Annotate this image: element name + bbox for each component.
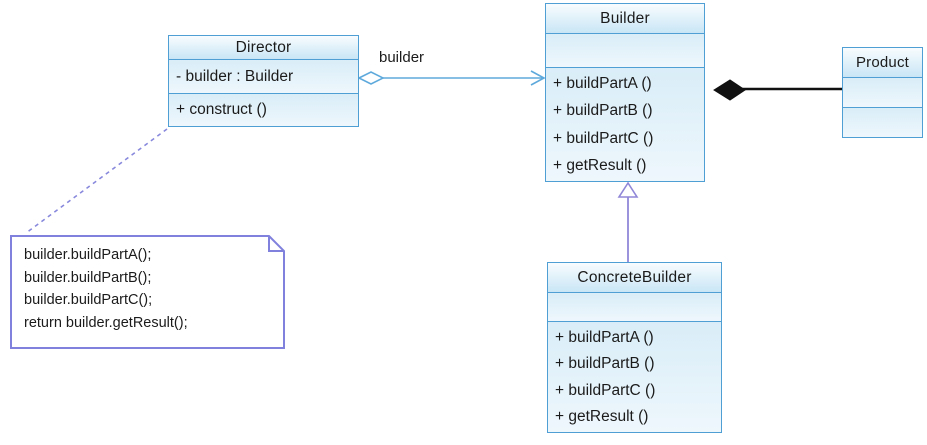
class-box-product[interactable]: Product (842, 47, 923, 138)
generalization-connector-concretebuilder-builder[interactable] (617, 181, 639, 262)
method-row: + getResult () (553, 156, 647, 174)
note-line: builder.buildPartC(); (24, 292, 153, 308)
class-title: Director (169, 36, 358, 59)
attribute-compartment (546, 33, 704, 67)
method-compartment: + buildPartA () + buildPartB () + buildP… (546, 67, 704, 181)
method-compartment (843, 107, 922, 137)
method-row: + buildPartC () (553, 129, 654, 147)
note-outline (10, 235, 285, 349)
note-line: builder.buildPartA(); (24, 247, 152, 263)
dependency-connector-product-builder[interactable] (713, 79, 842, 101)
method-row: + buildPartA () (553, 75, 652, 93)
uml-note[interactable]: builder.buildPartA(); builder.buildPartB… (10, 235, 286, 350)
class-box-concretebuilder[interactable]: ConcreteBuilder + buildPartA () + buildP… (547, 262, 722, 433)
method-row: + construct () (176, 101, 267, 119)
method-row: + getResult () (555, 408, 649, 426)
attribute-compartment (843, 77, 922, 107)
method-row: + buildPartC () (555, 381, 656, 399)
class-box-director[interactable]: Director - builder : Builder + construct… (168, 35, 359, 127)
class-title: Product (843, 48, 922, 77)
aggregation-connector-director-builder[interactable] (357, 70, 546, 86)
method-compartment: + buildPartA () + buildPartB () + buildP… (548, 321, 721, 432)
method-row: + buildPartB () (553, 102, 653, 120)
note-line: builder.buildPartB(); (24, 269, 152, 286)
method-compartment: + construct () (169, 93, 358, 126)
aggregation-role-label[interactable]: builder (379, 49, 425, 66)
class-box-builder[interactable]: Builder + buildPartA () + buildPartB () … (545, 3, 705, 182)
note-line: return builder.getResult(); (24, 314, 188, 331)
class-title: ConcreteBuilder (548, 263, 721, 292)
note-text: builder.buildPartA(); builder.buildPartB… (24, 244, 188, 334)
attribute-compartment: - builder : Builder (169, 59, 358, 93)
method-row: + buildPartB () (555, 355, 655, 373)
attribute-compartment (548, 292, 721, 321)
attribute-row: - builder : Builder (176, 67, 294, 85)
note-anchor-line[interactable] (25, 128, 168, 234)
method-row: + buildPartA () (555, 328, 654, 346)
class-title: Builder (546, 4, 704, 33)
